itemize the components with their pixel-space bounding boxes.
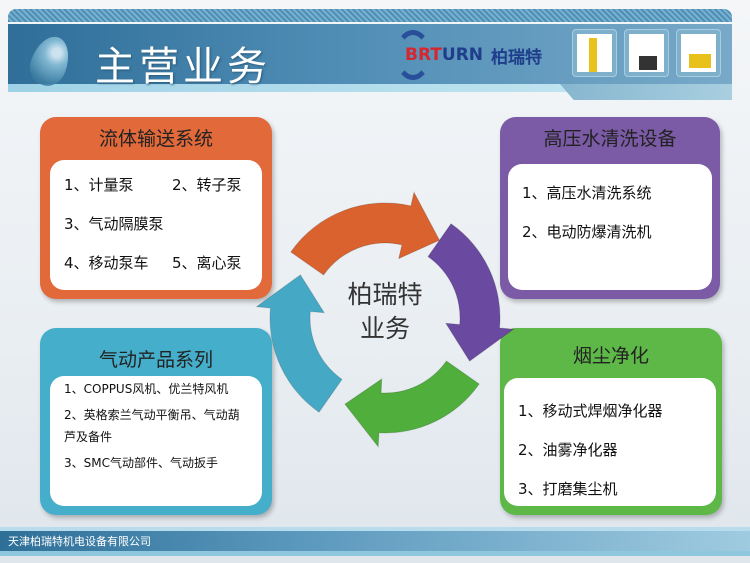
product-thumbnail-2 (624, 29, 669, 77)
logo-ring-icon (395, 30, 431, 80)
fluid-transport-card: 流体输送系统 1、计量泵 2、转子泵 3、气动隔膜泵 4、移动泵车 5、离心泵 (40, 117, 272, 299)
logo-text-blue: URN (441, 45, 484, 65)
list-item: 2、油雾净化器 (518, 441, 618, 459)
dust-purification-card: 烟尘净化 1、移动式焊烟净化器 2、油雾净化器 3、打磨集尘机 (500, 328, 722, 515)
list-item: 1、COPPUS风机、优兰特风机 (64, 382, 229, 396)
purple-cycle-arrow (427, 223, 515, 362)
card-title: 高压水清洗设备 (543, 128, 677, 150)
list-item: 3、打磨集尘机 (518, 480, 618, 498)
logo-text: ΒRTURN (405, 45, 483, 65)
high-pressure-cleaning-card: 高压水清洗设备 1、高压水清洗系统 2、电动防爆清洗机 (500, 117, 720, 299)
list-item: 1、移动式焊烟净化器 (518, 402, 663, 420)
product-thumbnail-1 (572, 29, 617, 77)
header-underline (8, 84, 732, 92)
logo-text-red: ΒRT (405, 45, 442, 65)
card-title: 气动产品系列 (98, 349, 213, 371)
orange-cycle-arrow (290, 190, 441, 276)
center-line-1: 柏瑞特 (347, 280, 423, 309)
company-logo: ΒRTURN 柏瑞特 (395, 30, 542, 80)
logo-cn: 柏瑞特 (491, 47, 543, 68)
pneumatic-products-card: 气动产品系列 1、COPPUS风机、优兰特风机 2、英格索兰气动平衡吊、气动葫芦… (40, 328, 272, 515)
header-tail (560, 84, 732, 100)
card-title: 流体输送系统 (98, 128, 213, 150)
footer-bar: 天津柏瑞特机电设备有限公司 (0, 531, 750, 551)
list-item: 1、计量泵 (64, 176, 134, 194)
footer-stripe (0, 527, 750, 531)
product-thumbnail-3 (676, 29, 721, 77)
list-item: 3、SMC气动部件、气动扳手 (64, 456, 218, 470)
list-item: 5、离心泵 (172, 254, 242, 272)
card-title: 烟尘净化 (572, 345, 649, 367)
footer-company-name: 天津柏瑞特机电设备有限公司 (8, 535, 151, 548)
header-hatch (8, 9, 732, 22)
list-item: 1、高压水清洗系统 (522, 184, 652, 202)
center-line-2: 业务 (359, 314, 410, 343)
green-cycle-arrow (344, 360, 480, 449)
cycle-center-label: 柏瑞特 业务 (325, 278, 445, 346)
teal-cycle-arrow (255, 274, 343, 413)
list-item: 2、电动防爆清洗机 (522, 223, 652, 241)
footer-stripe-bottom (0, 551, 750, 556)
list-item: 2、转子泵 (172, 176, 242, 194)
page-title: 主营业务 (95, 44, 271, 90)
list-item: 4、移动泵车 (64, 254, 149, 272)
list-item: 3、气动隔膜泵 (64, 215, 164, 233)
list-item: 2、英格索兰气动平衡吊、气动葫芦及备件 (64, 408, 240, 444)
